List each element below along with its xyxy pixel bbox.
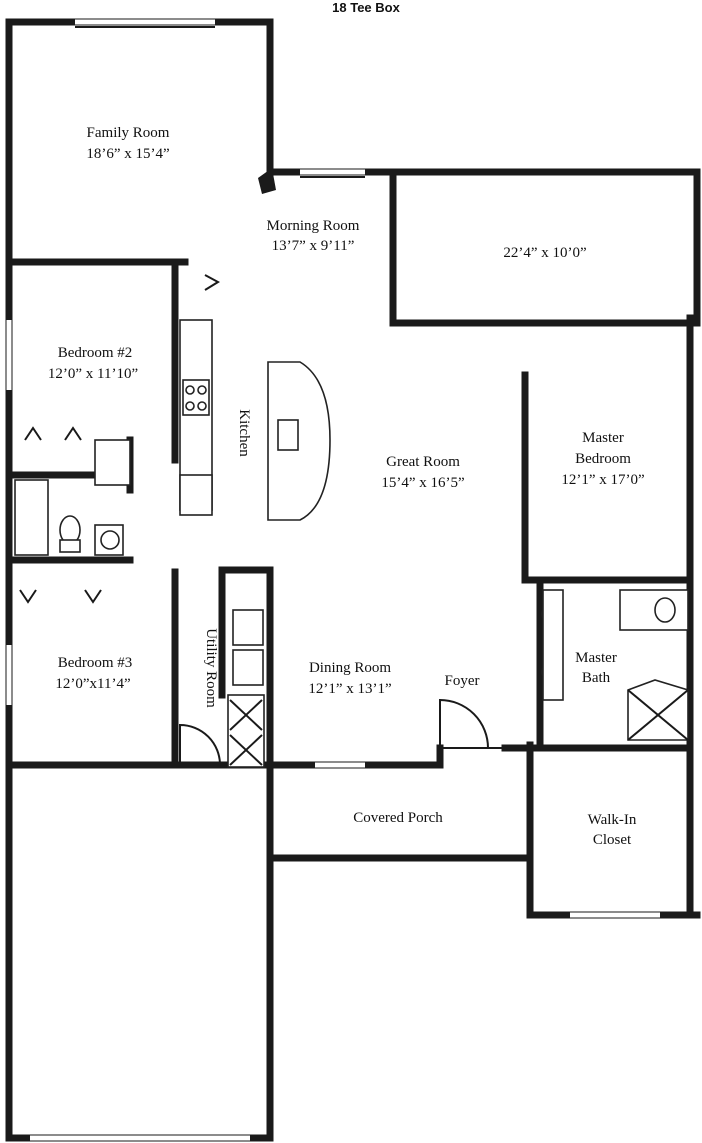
- porch-area-dims: 22’4” x 10’0”: [503, 245, 586, 261]
- plan-title: 18 Tee Box: [332, 0, 400, 15]
- great-room-name: Great Room: [386, 454, 460, 470]
- family-room-dims: 18’6” x 15’4”: [86, 146, 169, 162]
- windows: [6, 19, 700, 1141]
- utility-room-name: Utility Room: [203, 628, 219, 708]
- master-bedroom-line1: Master: [582, 430, 624, 446]
- bedroom2-dims: 12’0” x 11’10”: [48, 366, 138, 382]
- master-bath-line1: Master: [575, 650, 617, 666]
- doors: [19, 274, 505, 766]
- interior-walls: [5, 171, 701, 862]
- room-labels: Family Room 18’6” x 15’4” Morning Room 1…: [48, 125, 645, 848]
- morning-room-name: Morning Room: [267, 218, 360, 234]
- foyer-name: Foyer: [445, 673, 480, 689]
- master-bedroom-dims: 12’1” x 17’0”: [561, 472, 644, 488]
- closet-line1: Walk-In: [588, 812, 637, 828]
- utility-fixtures: [227, 609, 265, 768]
- master-bath-fixtures: [541, 589, 689, 741]
- kitchen-name: Kitchen: [236, 409, 252, 457]
- bedroom3-name: Bedroom #3: [58, 655, 133, 671]
- great-room-dims: 15’4” x 16’5”: [381, 475, 464, 491]
- bedroom2-name: Bedroom #2: [58, 345, 133, 361]
- family-room-name: Family Room: [87, 125, 170, 141]
- bedroom3-dims: 12’0”x11’4”: [55, 676, 130, 692]
- dining-room-name: Dining Room: [309, 660, 391, 676]
- master-bedroom-line2: Bedroom: [575, 451, 631, 467]
- bath2-fixtures: [14, 439, 131, 556]
- master-bath-line2: Bath: [582, 670, 611, 686]
- kitchen-fixtures: [179, 319, 331, 521]
- morning-room-dims: 13’7” x 9’11”: [272, 238, 355, 254]
- covered-porch-name: Covered Porch: [353, 810, 443, 826]
- dining-room-dims: 12’1” x 13’1”: [308, 681, 391, 697]
- closet-line2: Closet: [593, 832, 632, 848]
